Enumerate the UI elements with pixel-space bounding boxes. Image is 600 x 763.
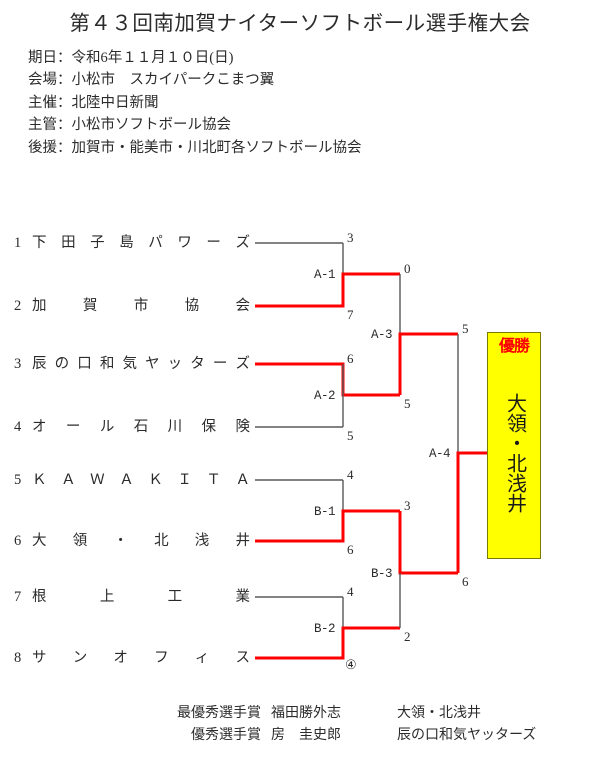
champion-name: 大領・北浅井 xyxy=(503,393,526,513)
team-seed: 5 xyxy=(14,472,22,488)
event-info-venue: 会場：小松市 スカイパークこまつ翼 xyxy=(28,72,275,89)
score-a3-lower: 5 xyxy=(404,396,411,411)
team-name: サンオフィス xyxy=(32,650,250,666)
score-b3-lower: 2 xyxy=(404,629,411,644)
team-name: 根上工業 xyxy=(32,589,250,605)
score-b1-upper: 4 xyxy=(347,467,354,482)
match-label-a2[interactable]: A-2 xyxy=(314,389,336,403)
score-b1-lower: 6 xyxy=(347,542,354,557)
team-seed: 3 xyxy=(14,356,22,372)
event-info-host: 主催：北陸中日新聞 xyxy=(28,94,159,111)
team-name: 辰の口和気ヤッターズ xyxy=(32,356,250,372)
team-name: 大領・北浅井 xyxy=(32,533,250,549)
award-title: 最優秀選手賞 xyxy=(177,706,261,721)
award-row-excellent-player: 優秀選手賞 房 圭史郎 辰の口和気ヤッターズ xyxy=(155,725,536,747)
award-team: 大領・北浅井 xyxy=(397,706,481,721)
award-title: 優秀選手賞 xyxy=(191,728,261,743)
award-row-mvp: 最優秀選手賞 福田勝外志 大領・北浅井 xyxy=(155,703,536,725)
award-team: 辰の口和気ヤッターズ xyxy=(397,728,537,743)
line-a3-winner xyxy=(398,332,458,395)
match-label-a1[interactable]: A-1 xyxy=(314,268,336,282)
team-seed: 2 xyxy=(14,298,22,314)
team-seed: 7 xyxy=(14,589,22,605)
event-info-block: 期日：令和6年１１月１０日(日) 会場：小松市 スカイパークこまつ翼 主催：北陸… xyxy=(28,47,362,159)
score-b2-lower: ④ xyxy=(345,657,357,672)
score-a2-lower: 5 xyxy=(347,428,354,443)
match-label-b2[interactable]: B-2 xyxy=(314,622,336,636)
team-name: 下田子島パワーズ xyxy=(32,235,250,251)
match-label-a3[interactable]: A-3 xyxy=(371,328,393,342)
champion-box: 優勝 大領・北浅井 xyxy=(487,332,541,559)
team-name: 加賀市協会 xyxy=(32,298,250,314)
award-player: 房 圭史郎 xyxy=(271,728,341,743)
line-team6-winner xyxy=(255,509,400,543)
team-seed: 1 xyxy=(14,235,22,251)
line-team8-winner xyxy=(255,626,400,660)
match-label-a4[interactable]: A-4 xyxy=(429,447,451,461)
team-seed: 4 xyxy=(14,419,22,435)
event-info-admin: 主管：小松市ソフトボール協会 xyxy=(28,117,231,134)
line-a4-champion xyxy=(456,451,492,573)
team-seed: 6 xyxy=(14,533,22,549)
team-name: オール石川保険 xyxy=(32,419,250,435)
line-team2-winner xyxy=(255,272,400,308)
score-b3-upper: 3 xyxy=(404,498,411,513)
awards-section: 最優秀選手賞 福田勝外志 大領・北浅井 優秀選手賞 房 圭史郎 辰の口和気ヤッタ… xyxy=(155,703,536,747)
score-a2-upper: 6 xyxy=(347,351,354,366)
score-a1-lower: 7 xyxy=(347,307,354,322)
award-player: 福田勝外志 xyxy=(271,706,341,721)
score-a4-upper: 5 xyxy=(462,321,469,336)
event-info-support: 後援：加賀市・能美市・川北町各ソフトボール協会 xyxy=(28,139,362,156)
event-info-date: 期日：令和6年１１月１０日(日) xyxy=(28,50,234,66)
champion-heading: 優勝 xyxy=(498,338,530,355)
score-a4-lower: 6 xyxy=(462,574,469,589)
page-title: 第４３回南加賀ナイターソフトボール選手権大会 xyxy=(69,13,531,35)
match-label-b3[interactable]: B-3 xyxy=(371,567,393,581)
team-seed: 8 xyxy=(14,650,22,666)
score-b2-upper: 4 xyxy=(347,584,354,599)
match-label-b1[interactable]: B-1 xyxy=(314,505,336,519)
line-b3-winner xyxy=(398,511,458,575)
score-a1-upper: 3 xyxy=(347,230,354,245)
score-a3-upper: 0 xyxy=(404,261,411,276)
